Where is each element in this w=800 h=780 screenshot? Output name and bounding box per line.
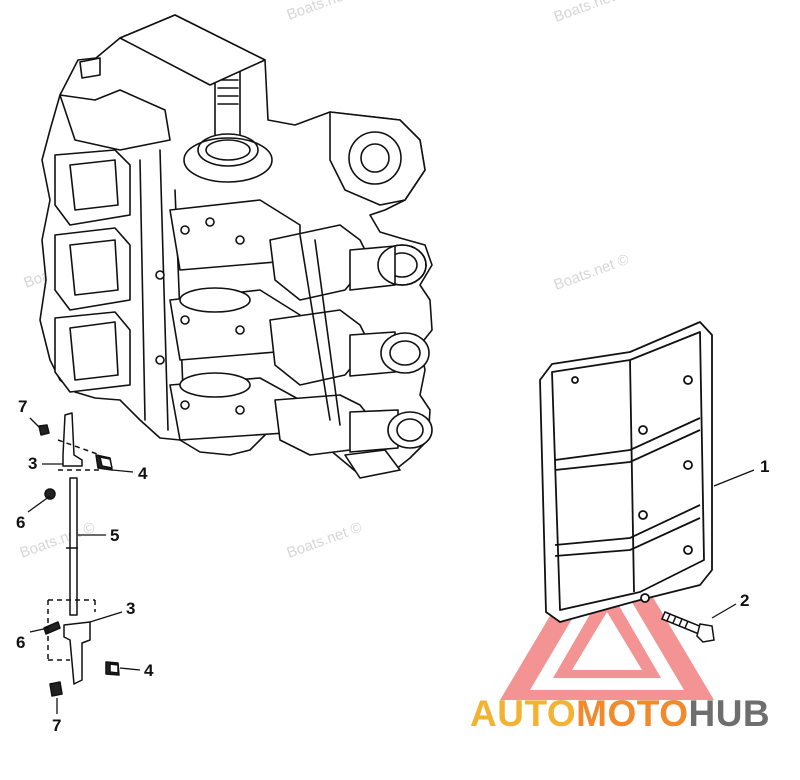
carburetor-group: [269, 224, 433, 479]
callout-labels: 1 2 3 3 4 4 5 6 6 7 7: [16, 397, 769, 735]
callout-5: 5: [110, 526, 119, 545]
logo-text-auto: AUTO: [470, 693, 577, 734]
silencer-cover: [539, 321, 713, 623]
callout-7-upper: 7: [18, 397, 27, 416]
logo-text-moto: MOTO: [576, 693, 689, 734]
automotohub-logo: AUTOMOTOHUB: [470, 693, 770, 735]
watermark-text: Boats.net ©: [285, 519, 365, 562]
leader-lines: [27, 417, 755, 714]
callout-3-lower: 3: [126, 599, 135, 618]
callout-4-lower: 4: [144, 661, 154, 680]
watermark-text: Boats.net ©: [552, 0, 632, 26]
callout-6-lower: 6: [16, 633, 25, 652]
logo-text-hub: HUB: [688, 693, 771, 734]
watermark-text: Boats.net: [285, 0, 351, 24]
engine-block: [39, 14, 433, 479]
callout-4-upper: 4: [138, 464, 148, 483]
watermark-text: Boats.net ©: [552, 251, 632, 294]
callout-2: 2: [740, 591, 749, 610]
callout-6-upper: 6: [16, 513, 25, 532]
callout-7-lower: 7: [52, 716, 61, 735]
callout-1: 1: [760, 457, 769, 476]
bolt-part: [661, 611, 715, 643]
watermark-text: Boats.net ©: [18, 519, 98, 562]
linkage-parts: [38, 412, 120, 697]
callout-3-upper: 3: [28, 454, 37, 473]
